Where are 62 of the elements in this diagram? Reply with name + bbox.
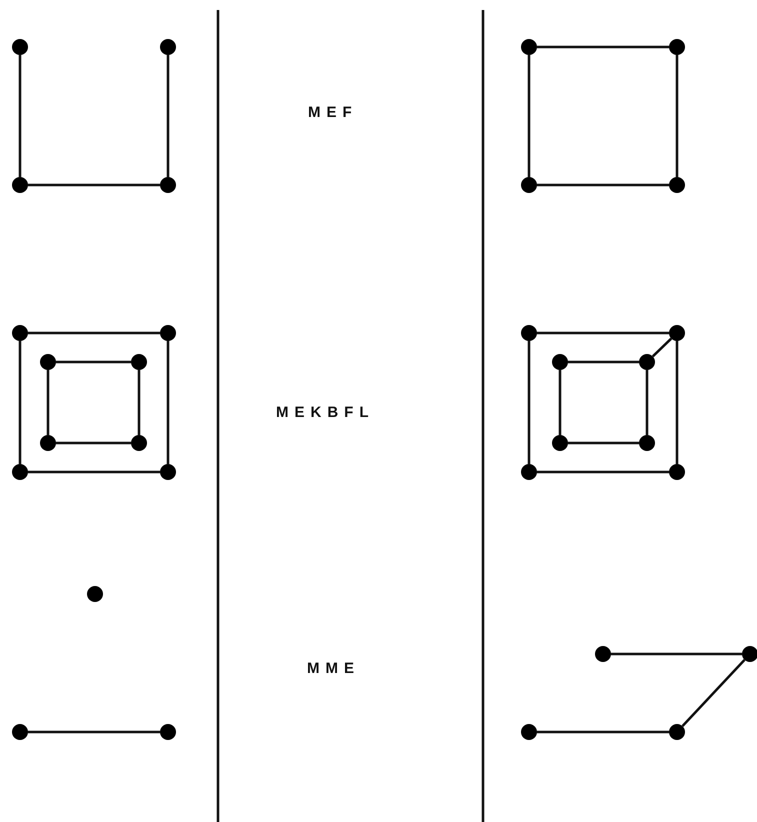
connector-line: [558, 370, 562, 435]
dot: [12, 325, 28, 341]
dot: [639, 354, 655, 370]
letter-code: MME: [307, 660, 360, 677]
dot: [521, 39, 537, 55]
connector-line: [568, 360, 639, 364]
dot: [669, 39, 685, 55]
connector-line: [676, 55, 678, 177]
connector-line: [166, 341, 170, 464]
dot: [40, 435, 56, 451]
dot: [160, 177, 176, 193]
connector-line: [56, 360, 131, 364]
connector-line: [18, 341, 22, 464]
dot: [160, 724, 176, 740]
connector-line: [537, 730, 669, 734]
dot: [40, 354, 56, 370]
connector-line: [537, 332, 669, 334]
connector-line: [28, 730, 160, 734]
dot: [521, 464, 537, 480]
connector-line: [676, 341, 678, 464]
dot: [552, 354, 568, 370]
connector-line: [646, 370, 648, 435]
connector-line: [18, 55, 22, 177]
connector-line: [652, 338, 672, 358]
dot: [521, 177, 537, 193]
dot: [669, 177, 685, 193]
dot: [521, 325, 537, 341]
connector-line: [28, 184, 160, 186]
connector-line: [56, 442, 131, 444]
dot: [160, 39, 176, 55]
dot: [639, 435, 655, 451]
dot: [669, 325, 685, 341]
dot: [12, 724, 28, 740]
dot: [552, 435, 568, 451]
connector-line: [528, 55, 530, 177]
dot: [595, 646, 611, 662]
connector-line: [28, 332, 160, 334]
connector-line: [46, 370, 50, 435]
connector-line: [537, 184, 669, 186]
connector-line: [28, 470, 160, 474]
dot: [521, 724, 537, 740]
dot: [160, 325, 176, 341]
connector-line: [138, 370, 140, 435]
dot: [87, 586, 103, 602]
dot: [160, 464, 176, 480]
connector-line: [537, 46, 669, 48]
connector-line: [528, 341, 530, 464]
letter-code: MEF: [308, 104, 358, 121]
connector-line: [166, 55, 170, 177]
dot: [131, 435, 147, 451]
dot: [669, 724, 685, 740]
dot: [669, 464, 685, 480]
letter-code: MEKBFL: [276, 404, 374, 421]
dot: [12, 464, 28, 480]
connector-line: [682, 658, 746, 728]
dot: [12, 39, 28, 55]
dot: [12, 177, 28, 193]
dot: [742, 646, 757, 662]
connector-line: [611, 652, 742, 656]
dot: [131, 354, 147, 370]
connector-line: [568, 442, 639, 444]
connector-line: [537, 470, 669, 474]
